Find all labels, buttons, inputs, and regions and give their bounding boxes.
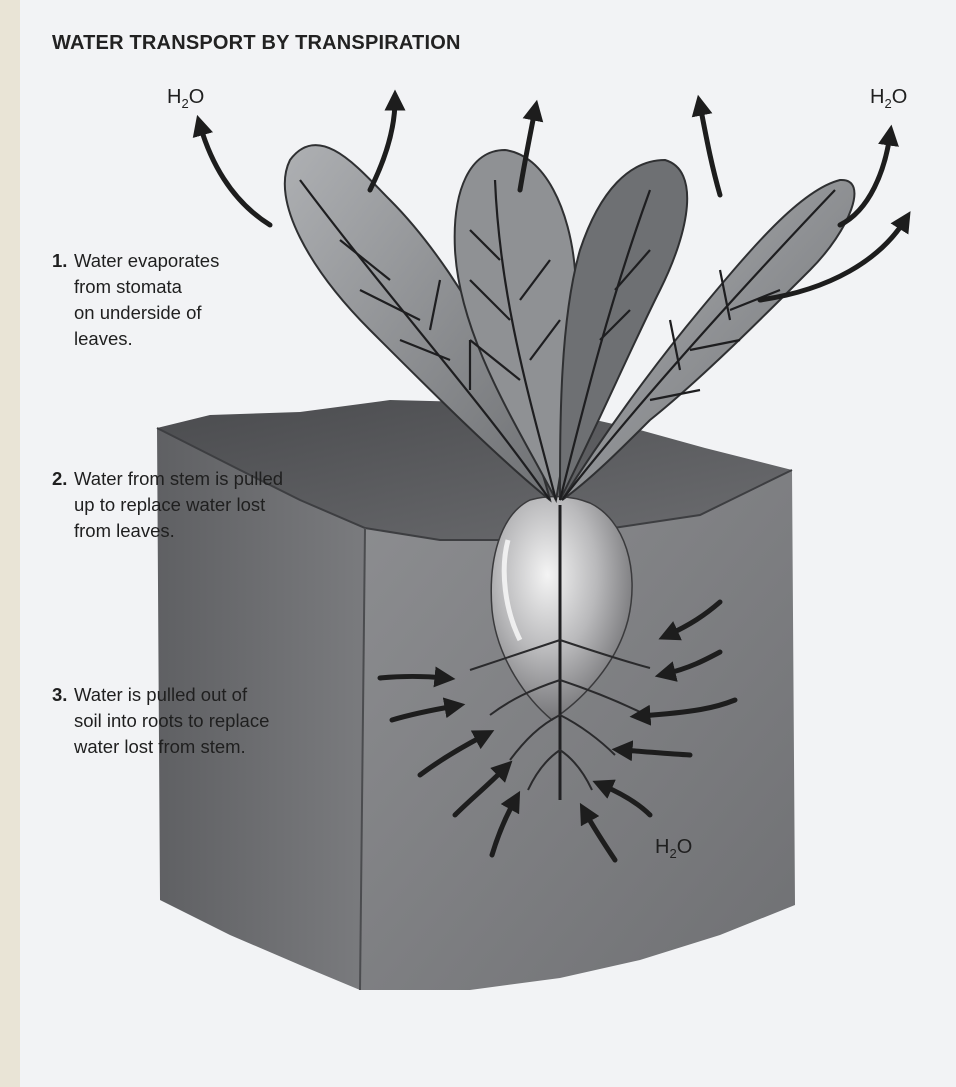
step-line: water lost from stem. — [74, 734, 269, 760]
evaporation-arrow — [370, 100, 395, 190]
step-line: on underside of — [74, 300, 219, 326]
h2o-label-top-right: H2O — [870, 86, 907, 111]
step-line: leaves. — [74, 326, 219, 352]
step-3: 3. Water is pulled out of soil into root… — [52, 682, 269, 760]
step-line: up to replace water lost — [74, 492, 283, 518]
step-line: from leaves. — [74, 518, 283, 544]
uptake-arrow — [380, 677, 445, 679]
step-number: 1. — [52, 248, 67, 274]
step-number: 2. — [52, 466, 67, 492]
evaporation-arrow — [700, 105, 720, 195]
step-1: 1. Water evaporates from stomata on unde… — [52, 248, 219, 352]
step-line: soil into roots to replace — [74, 708, 269, 734]
step-line: Water from stem is pulled — [74, 466, 283, 492]
step-line: Water evaporates — [74, 248, 219, 274]
step-line: from stomata — [74, 274, 219, 300]
step-number: 3. — [52, 682, 67, 708]
diagram-title: WATER TRANSPORT BY TRANSPIRATION — [52, 32, 461, 55]
h2o-label-top-left: H2O — [167, 86, 204, 111]
step-2: 2. Water from stem is pulled up to repla… — [52, 466, 283, 544]
h2o-label-soil: H2O — [655, 836, 692, 861]
step-line: Water is pulled out of — [74, 682, 269, 708]
evaporation-arrow — [200, 125, 270, 225]
